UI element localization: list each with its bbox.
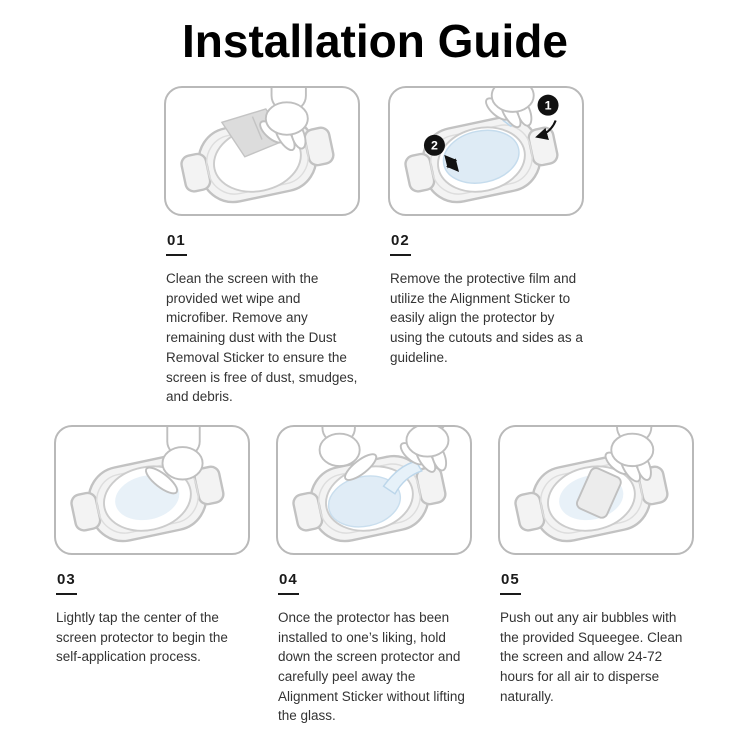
step-01-number: 01 xyxy=(166,232,362,256)
step-05-number: 05 xyxy=(500,571,696,595)
step-01: 01 Clean the screen with the provided we… xyxy=(164,86,362,407)
step-03-illustration tap-center-icon xyxy=(64,426,231,552)
step-02-illustration align-protector-icon: 1 2 xyxy=(398,88,565,213)
step-02: 1 2 02 Remove the protective film and ut… xyxy=(388,86,586,368)
badge-1-label: 1 xyxy=(545,98,552,112)
step-01-panel xyxy=(164,86,360,216)
double-arrow-icon xyxy=(444,154,460,173)
step-05-illustration squeegee-icon xyxy=(508,426,675,552)
steps-row-1: 01 Clean the screen with the provided we… xyxy=(0,86,750,407)
step-01-text: Clean the screen with the provided wet w… xyxy=(166,271,358,405)
step-05-text: Push out any air bubbles with the provid… xyxy=(500,609,683,704)
step-04-panel xyxy=(276,424,472,555)
step-02-text: Remove the protective film and utilize t… xyxy=(390,271,583,365)
steps-row-2: 03 Lightly tap the center of the screen … xyxy=(0,424,750,726)
step-02-panel: 1 2 xyxy=(388,86,584,216)
step-05: 05 Push out any air bubbles with the pro… xyxy=(498,424,696,707)
step-04-illustration peel-sticker-icon xyxy=(286,426,453,552)
step-03: 03 Lightly tap the center of the screen … xyxy=(54,424,252,667)
badge-2-label: 2 xyxy=(431,139,438,153)
step-03-panel xyxy=(54,424,250,555)
step-04-text: Once the protector has been installed to… xyxy=(278,609,465,724)
badge-2-icon: 2 xyxy=(423,134,445,156)
step-05-panel xyxy=(498,424,694,555)
badge-1-icon: 1 xyxy=(537,94,559,116)
curved-arrow-icon xyxy=(535,120,557,140)
step-03-number: 03 xyxy=(56,571,252,595)
step-04: 04 Once the protector has been installed… xyxy=(276,424,474,726)
page-title: Installation Guide xyxy=(182,15,568,67)
step-03-text: Lightly tap the center of the screen pro… xyxy=(56,609,228,665)
alignment-film-icon xyxy=(442,102,528,184)
step-02-number: 02 xyxy=(390,232,586,256)
squeegee-card-icon xyxy=(575,467,622,519)
step-04-number: 04 xyxy=(278,571,474,595)
step-01-illustration clean-screen-icon xyxy=(174,88,341,213)
